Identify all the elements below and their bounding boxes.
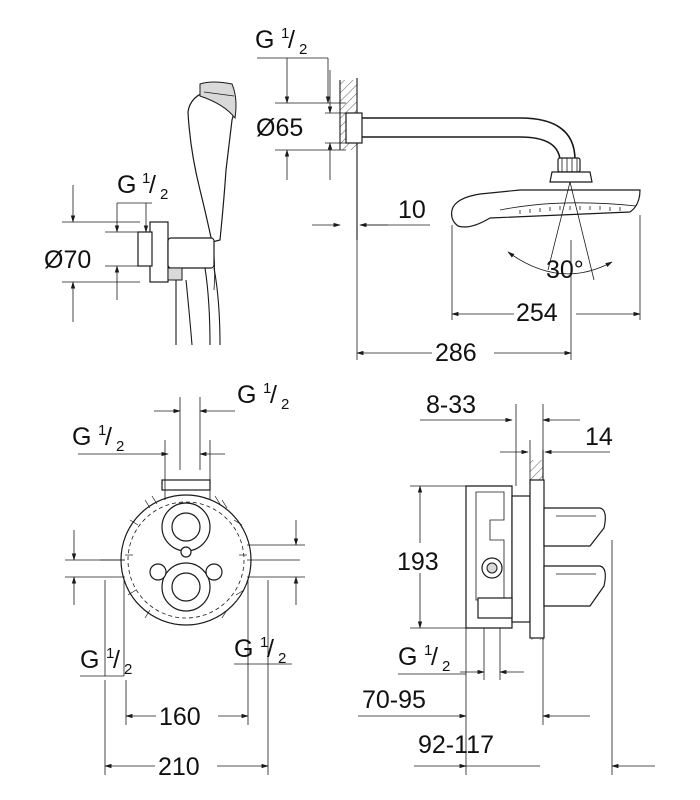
body-height-label: 193 [397,548,439,576]
svg-text:2: 2 [160,186,168,203]
svg-text:2: 2 [116,438,124,455]
svg-text:1: 1 [260,634,268,651]
arm-inlet-diameter: Ø65 [256,114,303,142]
svg-text:G: G [80,646,99,674]
svg-text:/: / [105,423,112,451]
svg-text:G: G [237,381,256,409]
spacing-inner-label: 160 [159,703,201,731]
thread-label-hand: G 1 / 2 [117,170,168,203]
depth-range-b-label: 92-117 [418,731,494,759]
cover-thickness-label: 14 [585,423,613,451]
svg-text:/: / [288,26,295,54]
shower-holder [167,237,215,269]
svg-text:1: 1 [106,645,114,662]
wall-flange [345,112,363,144]
upper-valve [171,512,201,542]
head-width-label: 254 [516,299,558,327]
lower-handle [543,565,606,607]
mixer-front-view: G 1 / 2 G 1 / 2 G 1 / 2 G [65,380,305,781]
svg-text:/: / [431,643,438,671]
wall-outlet-elbow [149,221,169,283]
shower-head [451,189,641,228]
thread-label-mixer-top: G 1 / 2 [237,380,289,413]
shower-arm [362,117,576,161]
depth-range-a-label: 70-95 [362,686,426,714]
svg-text:G: G [72,423,91,451]
svg-text:1: 1 [281,25,289,42]
svg-text:1: 1 [424,642,432,659]
svg-text:1: 1 [98,422,106,439]
svg-text:1: 1 [263,380,271,397]
svg-text:2: 2 [278,650,286,667]
projection-label: 286 [435,339,477,367]
thread-label-mixer-bottom-right: G 1 / 2 [234,634,286,667]
thread-label-side: G 1 / 2 [398,642,450,675]
svg-text:2: 2 [442,658,450,675]
thread-label-mixer-left: G 1 / 2 [72,422,124,455]
hand-shower-view: G 1 / 2 Ø70 [44,81,237,346]
valve-body [465,485,513,629]
thread-label-top: G 1 / 2 [255,25,307,58]
svg-text:2: 2 [299,41,307,58]
svg-text:/: / [267,635,274,663]
outlet-diameter: Ø70 [44,246,91,274]
svg-text:G: G [117,171,136,199]
mixer-side-view: 8-33 14 193 G 1 / 2 70-95 [358,391,655,775]
wall-offset-label: 10 [398,196,426,224]
svg-text:/: / [270,381,277,409]
svg-text:1: 1 [142,170,150,187]
svg-text:2: 2 [281,396,289,413]
overhead-shower-view: G 1 / 2 Ø65 10 30° 254 [255,25,641,367]
lower-valve [171,572,201,602]
tilt-angle-label: 30° [546,256,584,284]
svg-text:G: G [234,635,253,663]
svg-text:G: G [398,643,417,671]
install-range-label: 8-33 [426,391,476,419]
svg-text:G: G [255,26,274,54]
svg-text:/: / [149,171,156,199]
thread-label-mixer-bottom-left: G 1 / 2 [80,645,132,678]
svg-text:2: 2 [124,661,132,678]
spacing-outer-label: 210 [158,753,200,781]
upper-handle [543,507,606,547]
svg-text:/: / [113,646,120,674]
